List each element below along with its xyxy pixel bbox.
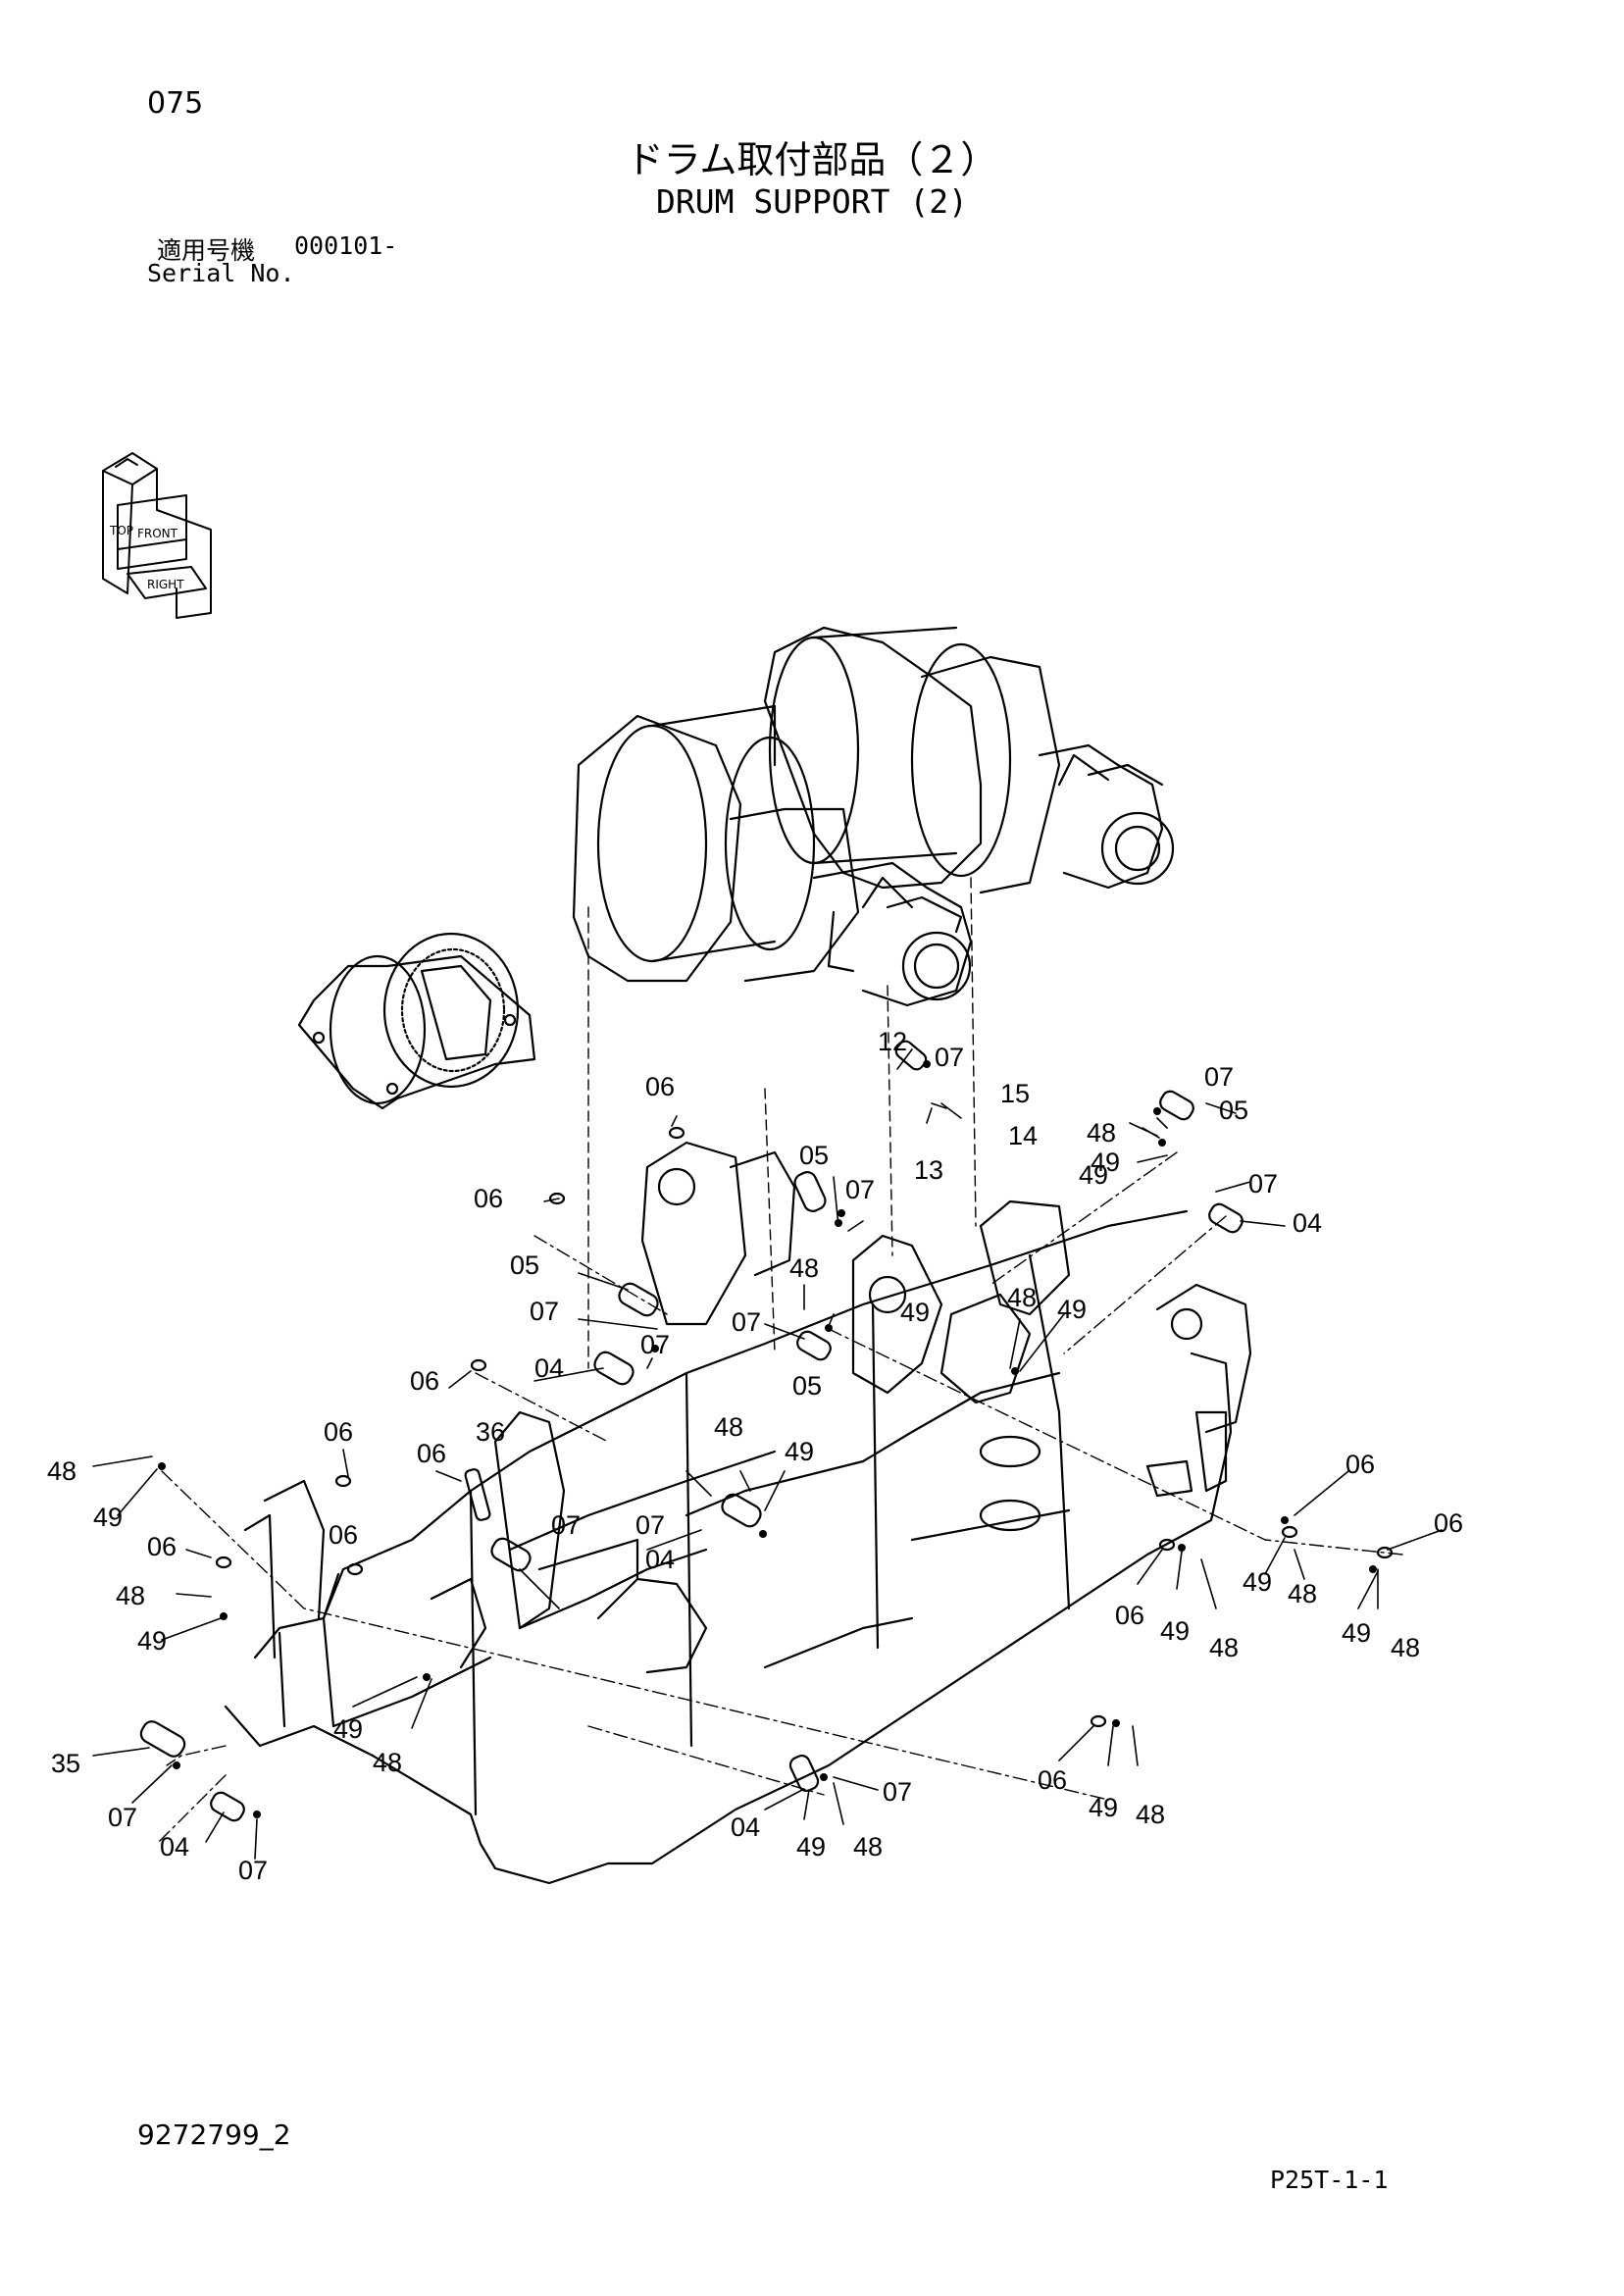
callout-06: 06 bbox=[1345, 1450, 1376, 1479]
callout-48: 48 bbox=[116, 1581, 146, 1610]
callout-48: 48 bbox=[789, 1253, 820, 1283]
orientation-label-front: FRONT bbox=[137, 527, 178, 540]
pins-and-fasteners bbox=[139, 1040, 1394, 1822]
upper-brackets bbox=[640, 1141, 1252, 1434]
callout-49: 49 bbox=[93, 1503, 124, 1532]
callout-05: 05 bbox=[799, 1141, 830, 1170]
page-code: P25T-1-1 bbox=[1270, 2166, 1389, 2194]
callout-06: 06 bbox=[329, 1520, 359, 1550]
callout-06: 06 bbox=[410, 1366, 440, 1396]
callout-35: 35 bbox=[51, 1749, 81, 1778]
callout-06: 06 bbox=[324, 1417, 354, 1447]
callout-07: 07 bbox=[551, 1510, 582, 1540]
callout-04: 04 bbox=[645, 1545, 676, 1574]
callout-48: 48 bbox=[853, 1832, 884, 1862]
rear-drum-assembly bbox=[763, 626, 1175, 894]
callout-49: 49 bbox=[1091, 1148, 1121, 1177]
callout-05: 05 bbox=[510, 1250, 540, 1280]
callout-48: 48 bbox=[1288, 1579, 1318, 1608]
callout-06: 06 bbox=[147, 1532, 178, 1561]
callout-07: 07 bbox=[883, 1777, 913, 1807]
callout-49: 49 bbox=[333, 1714, 364, 1744]
callout-06: 06 bbox=[1115, 1601, 1145, 1630]
callout-07: 07 bbox=[635, 1510, 666, 1540]
callout-13: 13 bbox=[914, 1155, 944, 1185]
callout-48: 48 bbox=[1007, 1283, 1038, 1312]
small-drum-assembly bbox=[297, 932, 536, 1110]
callout-04: 04 bbox=[1293, 1208, 1323, 1238]
page-title: DRUM SUPPORT (2) bbox=[656, 182, 968, 221]
main-frame bbox=[224, 1209, 1233, 1885]
reference-code: 9272799_2 bbox=[137, 2118, 291, 2151]
callout-48: 48 bbox=[1087, 1118, 1117, 1148]
axis-lines bbox=[156, 1151, 1403, 1845]
callout-07: 07 bbox=[732, 1307, 762, 1337]
serial-label-japanese: 適用号機 bbox=[157, 236, 256, 265]
callout-49: 49 bbox=[1079, 1160, 1109, 1190]
callout-06: 06 bbox=[645, 1072, 676, 1101]
page-title-japanese: ドラム取付部品（２） bbox=[626, 138, 998, 181]
callout-49: 49 bbox=[1243, 1567, 1273, 1597]
callout-04: 04 bbox=[731, 1812, 761, 1842]
callout-12: 12 bbox=[878, 1027, 908, 1056]
callout-48: 48 bbox=[373, 1748, 403, 1777]
callout-48: 48 bbox=[1391, 1633, 1421, 1662]
callout-49: 49 bbox=[900, 1298, 931, 1327]
callout-49: 49 bbox=[1160, 1616, 1191, 1646]
callout-07: 07 bbox=[935, 1043, 965, 1072]
callout-07: 07 bbox=[108, 1803, 138, 1832]
orientation-label-right: RIGHT bbox=[147, 578, 184, 591]
callout-07: 07 bbox=[640, 1330, 671, 1359]
orientation-icon: TOP FRONT RIGHT bbox=[102, 452, 212, 619]
callout-49: 49 bbox=[1057, 1295, 1088, 1324]
callout-06: 06 bbox=[1434, 1508, 1464, 1538]
callout-06: 06 bbox=[1038, 1765, 1068, 1795]
callout-07: 07 bbox=[530, 1297, 560, 1326]
serial-label: Serial No. bbox=[147, 259, 295, 287]
callout-49: 49 bbox=[785, 1437, 815, 1466]
page-number: 075 bbox=[147, 86, 204, 121]
callout-04: 04 bbox=[160, 1832, 190, 1862]
callout-14: 14 bbox=[1008, 1121, 1039, 1150]
callout-48: 48 bbox=[47, 1456, 77, 1486]
serial-number: 000101- bbox=[294, 231, 398, 260]
leader-lines bbox=[92, 1048, 1443, 1860]
callout-49: 49 bbox=[1342, 1618, 1372, 1648]
callout-48: 48 bbox=[1209, 1633, 1240, 1662]
callout-07: 07 bbox=[1204, 1062, 1235, 1092]
callout-49: 49 bbox=[137, 1626, 168, 1656]
callout-48: 48 bbox=[714, 1412, 744, 1442]
callout-49: 49 bbox=[1089, 1793, 1119, 1822]
callout-07: 07 bbox=[1248, 1169, 1279, 1199]
callout-49: 49 bbox=[796, 1832, 827, 1862]
callout-06: 06 bbox=[474, 1184, 504, 1213]
callout-05: 05 bbox=[792, 1371, 823, 1401]
callout-15: 15 bbox=[1000, 1079, 1031, 1108]
callout-04: 04 bbox=[534, 1353, 565, 1383]
callout-36: 36 bbox=[476, 1417, 506, 1447]
orientation-label-top: TOP bbox=[109, 524, 133, 537]
callout-48: 48 bbox=[1136, 1800, 1166, 1829]
callout-07: 07 bbox=[238, 1856, 269, 1885]
callout-07: 07 bbox=[845, 1175, 876, 1204]
alignment-lines bbox=[587, 877, 977, 1369]
callout-05: 05 bbox=[1219, 1096, 1249, 1125]
callout-06: 06 bbox=[417, 1439, 447, 1468]
